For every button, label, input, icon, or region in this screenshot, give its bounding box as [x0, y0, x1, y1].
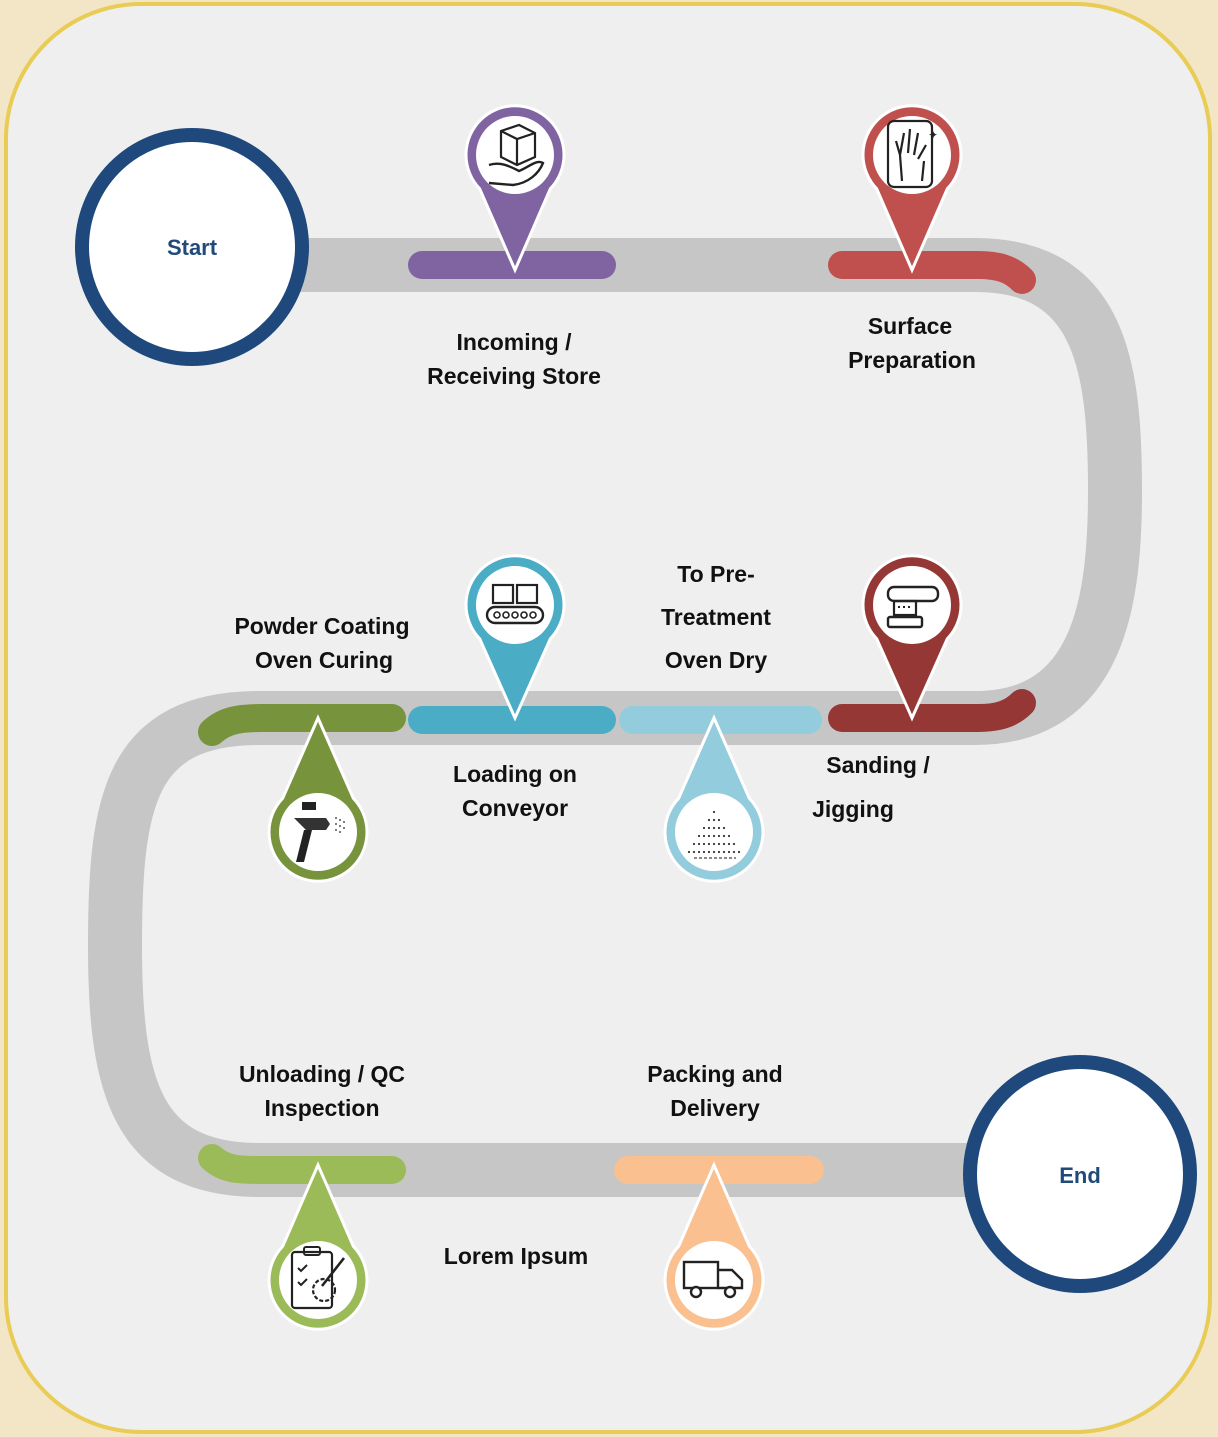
label-incoming-line-1: Incoming / — [457, 329, 573, 355]
pin-incoming-badge — [476, 116, 554, 194]
box-in-hand-icon — [488, 123, 545, 187]
pin-unloading — [267, 1161, 369, 1331]
svg-text:✦: ✦ — [928, 128, 938, 142]
spray-mist-icon — [687, 810, 741, 859]
start-label: Start — [167, 235, 218, 260]
pin-surface: ✦ — [861, 104, 963, 274]
pin-pretreat-badge — [675, 793, 753, 871]
label-surface-line-1: Surface — [868, 313, 952, 339]
segment-unloading — [198, 1144, 406, 1184]
pin-surface-badge — [873, 116, 951, 194]
label-incoming-line-2: Receiving Store — [427, 363, 601, 389]
pin-pretreat — [663, 714, 765, 883]
label-powder-line-2: Oven Curing — [255, 647, 393, 673]
cleaning-hand-icon: ✦ — [886, 119, 938, 189]
pin-sanding-badge — [873, 566, 951, 644]
process-road — [88, 238, 1142, 1197]
label-sanding-line-2: Jigging — [812, 796, 894, 822]
pin-packing — [663, 1161, 765, 1331]
label-pretreat-line-1: To Pre- — [677, 561, 755, 587]
label-packing-line-1: Packing and — [647, 1061, 782, 1087]
end-label: End — [1059, 1163, 1101, 1188]
pin-packing-badge — [675, 1241, 753, 1319]
end-node: End — [963, 1055, 1197, 1293]
label-unloading-line-1: Unloading / QC — [239, 1061, 405, 1087]
delivery-truck-icon — [682, 1260, 744, 1299]
sander-tool-icon — [886, 585, 940, 629]
label-packing-line-2: Delivery — [670, 1095, 760, 1121]
conveyor-boxes-icon — [485, 583, 545, 625]
qc-clipboard-icon — [290, 1246, 346, 1310]
start-node: Start — [75, 128, 309, 366]
label-surface-line-2: Preparation — [848, 347, 976, 373]
segment-sanding — [828, 689, 1036, 732]
segment-surface — [828, 251, 1036, 294]
pin-powder-badge — [279, 793, 357, 871]
label-conveyor-line-2: Conveyor — [462, 795, 568, 821]
label-powder-line-1: Powder Coating — [234, 613, 409, 639]
step-labels: Incoming / Receiving Store Surface Prepa… — [234, 313, 975, 1269]
segment-powder — [198, 704, 406, 746]
pin-powder — [267, 714, 369, 883]
pin-sanding — [861, 554, 963, 722]
pin-incoming — [464, 104, 566, 274]
lorem-ipsum-text: Lorem Ipsum — [444, 1243, 588, 1269]
pins-layer: ✦ — [267, 104, 963, 1331]
label-unloading-line-2: Inspection — [264, 1095, 379, 1121]
pin-conveyor — [464, 554, 566, 722]
spray-gun-icon — [294, 802, 345, 862]
label-pretreat-line-3: Oven Dry — [665, 647, 767, 673]
pin-conveyor-badge — [476, 566, 554, 644]
label-conveyor-line-1: Loading on — [453, 761, 577, 787]
label-pretreat-line-2: Treatment — [661, 604, 771, 630]
label-sanding-line-1: Sanding / — [826, 752, 930, 778]
